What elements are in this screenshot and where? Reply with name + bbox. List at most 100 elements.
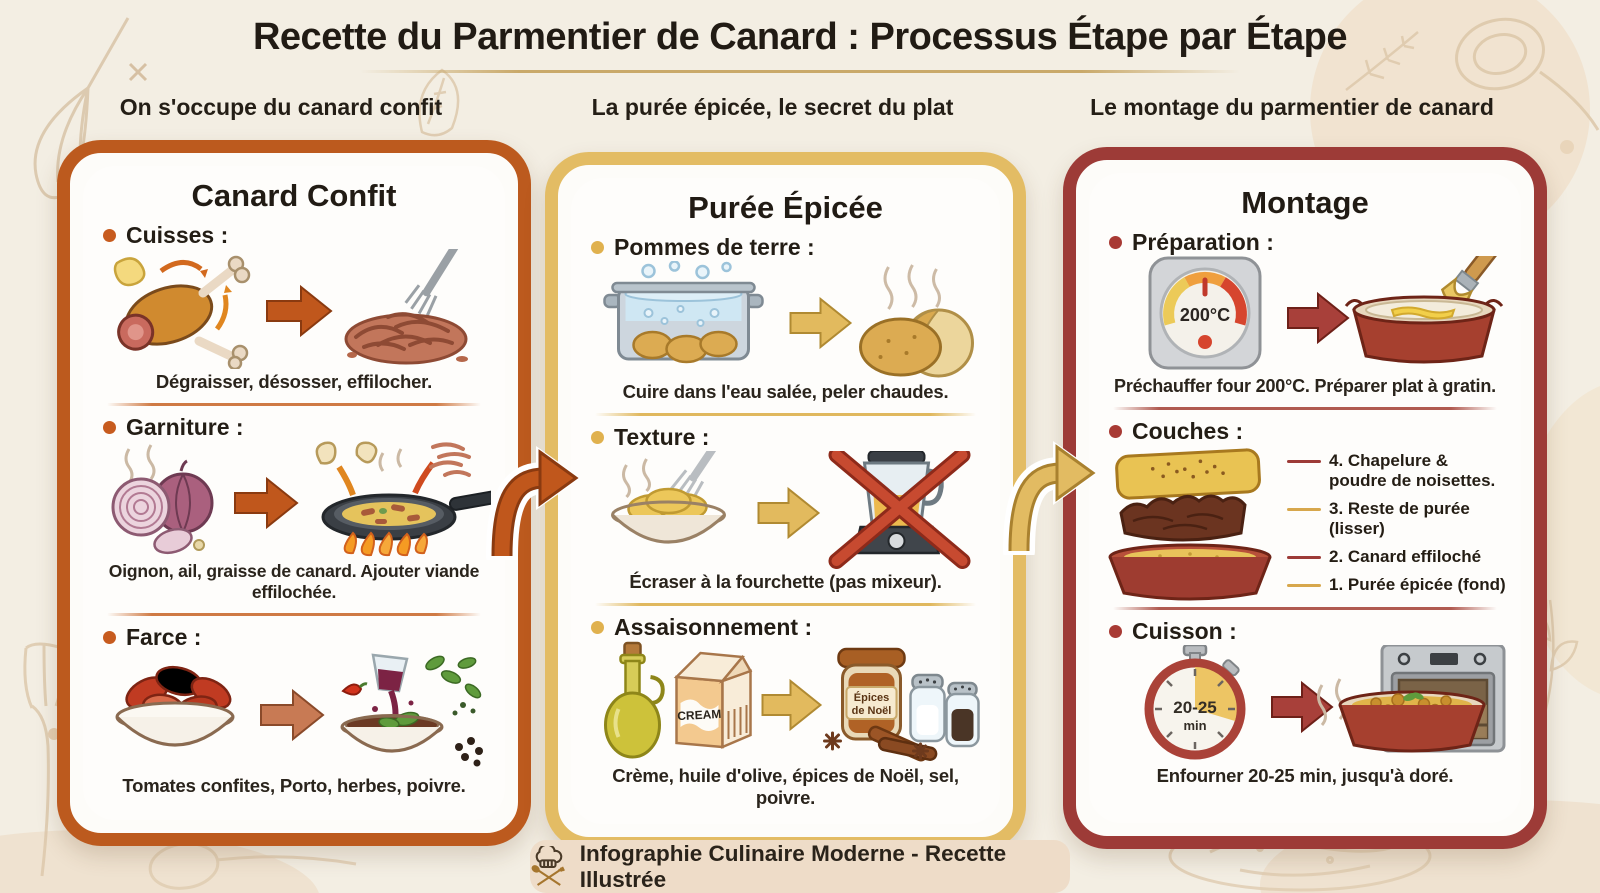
section-divider	[595, 413, 976, 416]
section-caption: Écraser à la fourchette (pas mixeur).	[629, 571, 942, 592]
section-assaisonnement: Assaisonnement :	[585, 612, 986, 813]
step-arrow-icon	[260, 688, 325, 742]
section-label: Garniture :	[126, 414, 244, 440]
bullet-dot	[1109, 425, 1122, 438]
svg-text:CREAM: CREAM	[677, 707, 722, 723]
mash-bowl-fork-icon	[611, 451, 729, 544]
section-preparation: Préparation : 200°C	[1103, 227, 1507, 401]
section-label: Farce :	[126, 624, 202, 650]
bullet-dot	[1109, 625, 1122, 638]
svg-text:20-25: 20-25	[1173, 698, 1216, 717]
step-arrow-icon	[266, 284, 333, 338]
section-caption: Cuire dans l'eau salée, peler chaudes.	[622, 381, 949, 402]
svg-text:min: min	[1183, 718, 1206, 733]
stopwatch-icon: 20-25 min	[1144, 645, 1246, 760]
section-farce: Farce :	[97, 622, 491, 801]
panel-montage: Montage Préparation : 200°C	[1063, 147, 1547, 849]
panel-title-puree-epicee: Purée Épicée	[688, 190, 883, 225]
duck-leg-icon	[113, 255, 251, 369]
section-divider	[107, 613, 481, 616]
section-label: Texture :	[614, 424, 710, 450]
page-title: Recette du Parmentier de Canard : Proces…	[252, 16, 1348, 58]
section-divider	[595, 603, 976, 606]
cross-out-x-icon	[828, 451, 971, 569]
timer-to-oven-illustration: 20-25 min	[1144, 645, 1506, 760]
decor-dot-2	[1560, 140, 1574, 154]
svg-text:de Noël: de Noël	[852, 705, 892, 717]
layer-row-3: 3. Reste de purée (lisser)	[1287, 499, 1507, 538]
golden-gratin-icon	[1317, 678, 1486, 753]
oven-dial-to-dish-illustration: 200°C	[1148, 256, 1504, 370]
subtitle-montage: Le montage du parmentier de canard	[1090, 94, 1494, 120]
herbs-icon	[425, 655, 482, 699]
footer-banner: Infographie Culinaire Moderne - Recette …	[530, 840, 1070, 893]
section-garniture: Garniture :	[97, 412, 491, 607]
dried-tomatoes-bowl-icon	[115, 665, 235, 747]
section-caption: Enfourner 20-25 min, jusqu'à doré.	[1156, 765, 1454, 786]
bullet-dot	[103, 631, 116, 644]
boiling-pot-icon	[603, 261, 764, 364]
bullet-dot	[103, 229, 116, 242]
step-arrow-icon	[789, 296, 853, 350]
gratin-dish-butter-icon	[1344, 256, 1504, 364]
step-arrow-icon	[234, 476, 299, 530]
layer-row-4: 4. Chapelure & poudre de noisettes.	[1287, 451, 1507, 490]
section-label: Cuisses :	[126, 222, 229, 248]
svg-text:200°C: 200°C	[1180, 305, 1230, 325]
flames-icon	[343, 531, 428, 557]
bullet-dot	[591, 241, 604, 254]
duck-leg-to-shredded-illustration	[113, 249, 468, 369]
step-arrow-icon	[757, 486, 821, 540]
layered-parmentier-icon	[1108, 448, 1272, 601]
section-label: Cuisson :	[1132, 618, 1237, 644]
potatoes-icon	[859, 264, 974, 378]
title-underline	[360, 70, 1240, 73]
onions-to-pan-illustration	[111, 441, 491, 557]
panel-title-canard-confit: Canard Confit	[191, 178, 397, 213]
onion-icon	[111, 444, 214, 555]
mash-fork-to-no-blender-illustration	[611, 451, 971, 569]
section-cuisson: Cuisson : 20-25	[1103, 616, 1507, 791]
olive-oil-bottle-icon	[604, 641, 665, 759]
tomatoes-to-bowl-illustration	[115, 653, 483, 767]
bullet-dot	[591, 621, 604, 634]
frying-pan-icon	[315, 441, 491, 557]
section-cuisses: Cuisses :	[97, 220, 491, 397]
layer-row-2: 2. Canard effiloché	[1287, 547, 1507, 567]
section-label: Assaisonnement :	[614, 614, 813, 640]
bullet-dot	[591, 431, 604, 444]
bullet-dot	[103, 421, 116, 434]
panel-puree-epicee: Purée Épicée Pommes de terre :	[545, 152, 1026, 850]
subtitle-puree-epicee: La purée épicée, le secret du plat	[591, 94, 954, 120]
christmas-spices-jar-icon: Épices de Noël	[823, 647, 938, 762]
step-arrow-icon	[1287, 291, 1350, 345]
x-mark-doodle	[128, 62, 148, 82]
section-divider	[1113, 607, 1497, 610]
section-divider	[1113, 407, 1497, 410]
section-divider	[107, 403, 481, 406]
section-couches: Couches :	[1103, 416, 1507, 601]
cream-carton-icon: CREAM	[673, 651, 753, 749]
flow-arrow-1	[486, 446, 581, 560]
step-arrow-icon	[761, 678, 823, 732]
flow-arrow-2	[1003, 441, 1098, 555]
section-label: Préparation :	[1132, 229, 1274, 255]
section-caption: Préchauffer four 200°C. Préparer plat à …	[1114, 376, 1496, 396]
section-caption: Crème, huile d'olive, épices de Noël, se…	[612, 765, 959, 808]
subtitle-canard-confit: On s'occupe du canard confit	[119, 94, 443, 120]
star-anise-icon	[823, 731, 929, 760]
chef-hat-icon	[531, 845, 565, 886]
pepper-shaker-icon	[945, 681, 980, 748]
cream-oil-to-spices-illustration: CREAM Épices de Noël	[604, 641, 980, 762]
seasoned-bowl-icon	[340, 653, 483, 767]
section-texture: Texture :	[585, 422, 986, 597]
section-label: Couches :	[1132, 418, 1244, 444]
layers-diagram: 4. Chapelure & poudre de noisettes. 3. R…	[1103, 445, 1507, 601]
section-caption: Tomates confites, Porto, herbes, poivre.	[122, 775, 466, 796]
panel-canard-confit: Canard Confit Cuisses :	[57, 140, 531, 846]
layer-labels: 4. Chapelure & poudre de noisettes. 3. R…	[1287, 447, 1507, 599]
panel-title-montage: Montage	[1241, 185, 1369, 220]
step-arrow-icon	[1271, 680, 1334, 734]
layer-row-1: 1. Purée épicée (fond)	[1287, 575, 1507, 595]
